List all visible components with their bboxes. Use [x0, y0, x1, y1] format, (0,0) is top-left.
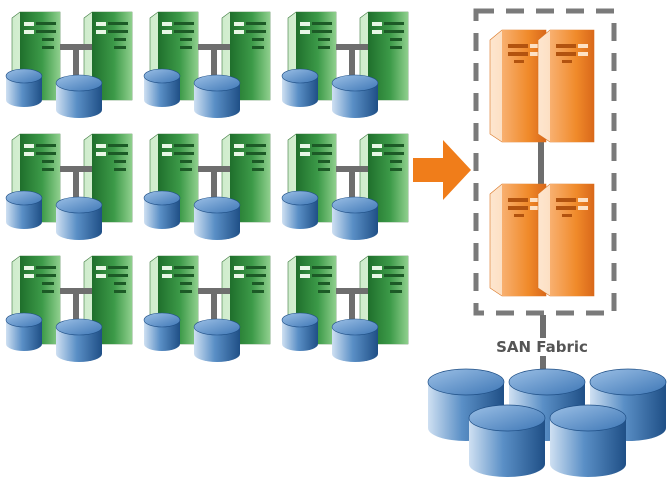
- source-servers-group: [6, 12, 408, 362]
- server-icon: [537, 29, 595, 143]
- server-cluster-icon: [6, 134, 132, 240]
- server-cluster-icon: [6, 12, 132, 118]
- server-cluster-icon: [144, 256, 270, 362]
- san-disk-array: [427, 368, 667, 478]
- server-cluster-icon: [6, 256, 132, 362]
- server-cluster-icon: [282, 134, 408, 240]
- disk-icon: [549, 404, 627, 478]
- server-cluster-icon: [144, 134, 270, 240]
- consolidation-box: [473, 8, 617, 316]
- disk-icon: [468, 404, 546, 478]
- target-connector: [538, 140, 544, 190]
- server-icon: [537, 183, 595, 297]
- server-cluster-icon: [282, 256, 408, 362]
- server-icon: [489, 29, 547, 143]
- server-icon: [489, 183, 547, 297]
- server-cluster-icon: [282, 12, 408, 118]
- san-fabric-label: SAN Fabric: [455, 338, 629, 356]
- arrow-right-icon: [413, 140, 471, 200]
- server-cluster-icon: [144, 12, 270, 118]
